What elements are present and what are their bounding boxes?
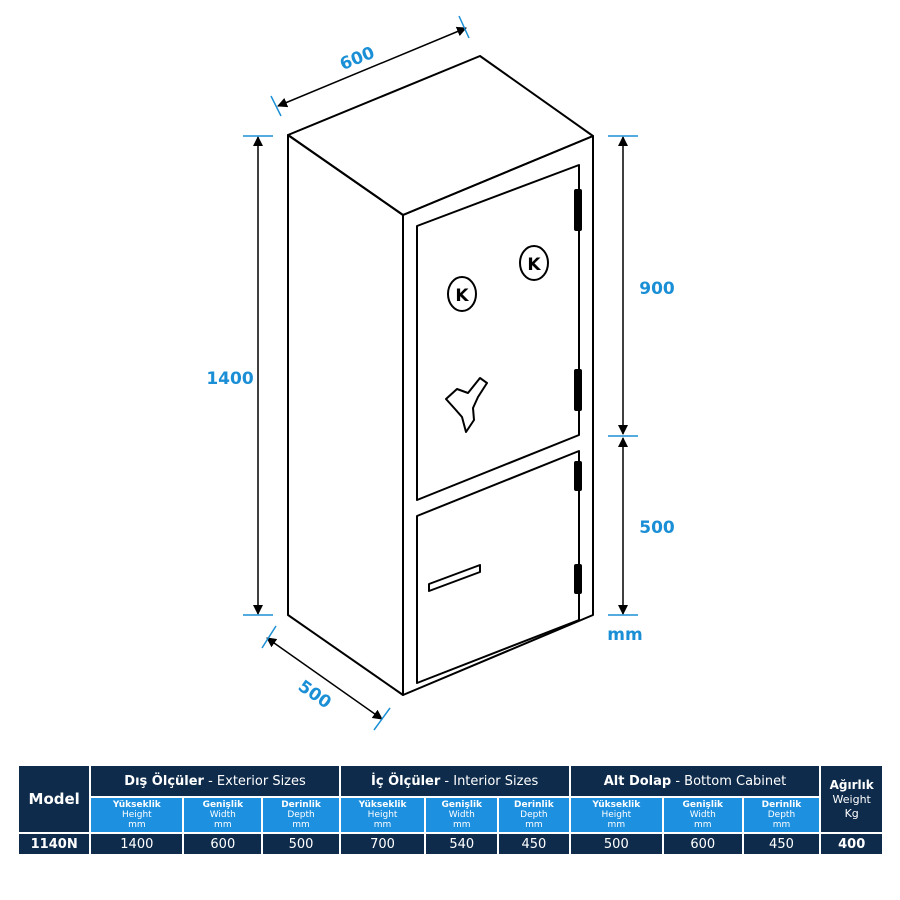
interior-header: İç Ölçüler - Interior Sizes: [340, 766, 569, 796]
exterior-width-cell: 600: [184, 834, 262, 854]
model-header: Model: [19, 766, 90, 832]
svg-text:K: K: [527, 255, 541, 275]
width-label: 600: [337, 43, 378, 75]
deposit-slot: [428, 564, 481, 592]
height-label: 1400: [206, 369, 253, 389]
weight-cell: 400: [821, 834, 882, 854]
hinges: [574, 189, 582, 594]
svg-text:K: K: [455, 286, 469, 306]
keyhole-icon: K: [447, 276, 477, 312]
dimension-lines: [243, 15, 638, 731]
safe-body: [287, 55, 594, 696]
model-cell: 1140N: [19, 834, 90, 854]
exterior-height-cell: 1400: [91, 834, 183, 854]
bottom-depth-cell: 450: [743, 834, 820, 854]
safe-front: [402, 135, 594, 696]
safe-diagram: K K 600 1400 900 500 mm 500: [206, 15, 675, 731]
upper-door: [416, 164, 580, 501]
unit-label: mm: [607, 625, 642, 645]
lower-section-label: 500: [639, 518, 675, 538]
interior-height-cell: 700: [340, 834, 425, 854]
bottom-width-cell: 600: [664, 834, 742, 854]
handle-icon: [445, 377, 488, 433]
exterior-depth-cell: 500: [263, 834, 339, 854]
safe-side: [287, 134, 404, 696]
safe-top: [287, 55, 594, 216]
table-row: 1140N 1400 600 500 700 540 450 500 600 4…: [19, 834, 882, 854]
bottom-height-cell: 500: [570, 834, 663, 854]
keyhole-icon: K: [519, 245, 549, 281]
interior-width-cell: 540: [426, 834, 498, 854]
lower-door: [416, 450, 580, 684]
upper-section-label: 900: [639, 279, 675, 299]
exterior-header: Dış Ölçüler - Exterior Sizes: [91, 766, 339, 796]
bottom-cabinet-header: Alt Dolap - Bottom Cabinet: [570, 766, 820, 796]
interior-depth-cell: 450: [499, 834, 569, 854]
spec-table: Model Dış Ölçüler - Exterior Sizes İç Öl…: [17, 764, 884, 856]
